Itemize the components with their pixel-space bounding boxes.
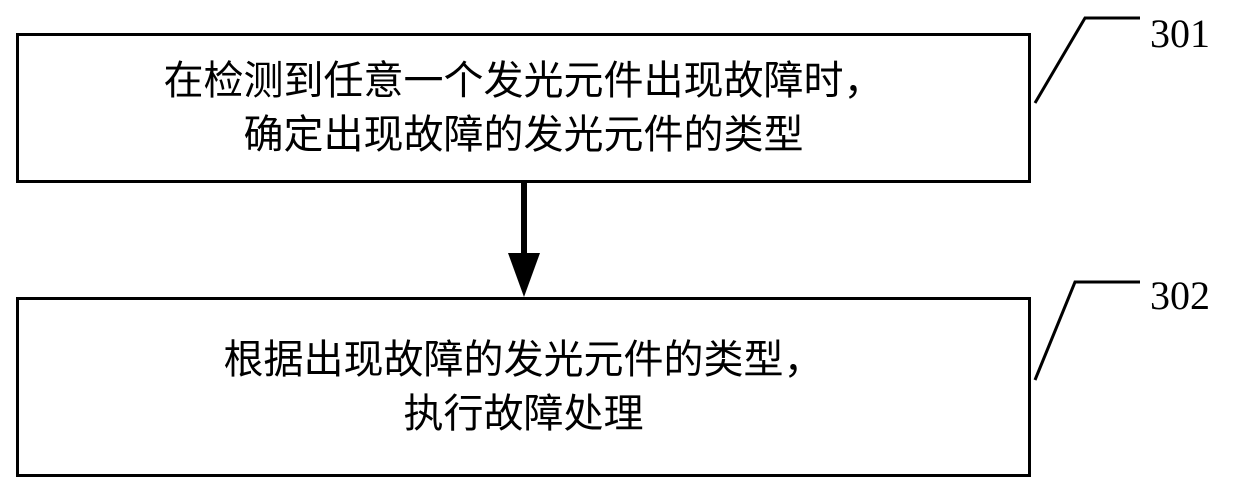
flow-arrow-head <box>508 253 540 297</box>
leader-line-301 <box>1035 18 1140 103</box>
leader-line-302 <box>1035 282 1140 380</box>
